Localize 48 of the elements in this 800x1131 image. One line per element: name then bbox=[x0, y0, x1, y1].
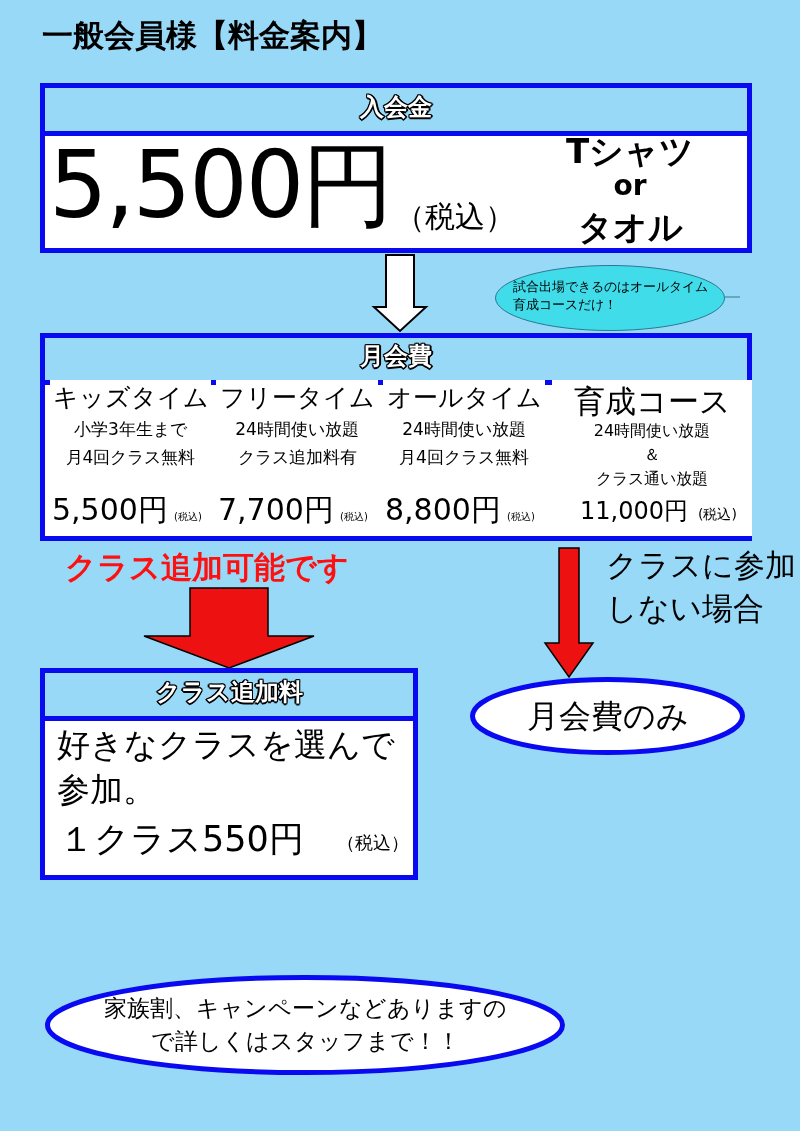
block-arrow bbox=[543, 547, 595, 679]
tax-note: (税込) bbox=[174, 511, 202, 523]
price-text: 5,500円 bbox=[52, 493, 168, 528]
class-fee-panel bbox=[40, 668, 418, 880]
ellipse-text: 月会費のみ bbox=[525, 695, 690, 737]
gift-text: タオル bbox=[576, 208, 684, 248]
plan-name: フリータイム bbox=[218, 384, 376, 413]
result-ellipse bbox=[470, 677, 745, 755]
plan-description: 小学3年生まで bbox=[73, 420, 188, 440]
plan-description: 24時間使い放題 bbox=[234, 420, 360, 440]
plan-description: 月4回クラス無料 bbox=[398, 448, 530, 468]
plan-description: クラス通い放題 bbox=[595, 470, 709, 489]
plan-description: 24時間使い放題 bbox=[401, 420, 527, 440]
description-text: 好きなクラスを選んで参加。 bbox=[57, 724, 396, 811]
tax-note: （税込） bbox=[337, 833, 409, 854]
plan-description: 24時間使い放題 bbox=[592, 422, 712, 441]
block-arrow bbox=[143, 587, 315, 669]
price-text: 11,000円 bbox=[580, 498, 688, 526]
plan-name: オールタイム bbox=[385, 384, 543, 413]
plan-description: クラス追加料有 bbox=[236, 448, 358, 468]
section-heading: 月会費 bbox=[360, 341, 432, 372]
price-text: 5,500円 bbox=[49, 138, 393, 235]
plan-description: ＆ bbox=[643, 446, 661, 465]
gift-text: or bbox=[612, 170, 648, 203]
price-text: 7,700円 bbox=[218, 493, 334, 528]
plan-description: 月4回クラス無料 bbox=[64, 448, 197, 468]
note-ellipse bbox=[45, 975, 565, 1075]
section-heading: クラス追加料 bbox=[155, 677, 303, 708]
monthly-fee-panel bbox=[40, 333, 752, 541]
price-text: １クラス550円 bbox=[59, 819, 304, 860]
section-heading: 入会金 bbox=[360, 92, 432, 123]
tax-note: （税込） bbox=[395, 200, 515, 235]
entry-fee-panel bbox=[40, 83, 752, 253]
ellipse-text: 家族割、キャンペーンなどありますので詳しくはスタッフまで！！ bbox=[102, 993, 508, 1056]
page-title: 一般会員様【料金案内】 bbox=[42, 18, 383, 54]
bubble-text: 試合出場できるのはオールタイム育成コースだけ！ bbox=[513, 278, 709, 314]
tax-note: (税込) bbox=[507, 511, 535, 523]
price-text: 8,800円 bbox=[385, 493, 501, 528]
tax-note: (税込) bbox=[340, 511, 368, 523]
speech-bubble bbox=[495, 265, 725, 331]
block-arrow bbox=[371, 254, 429, 333]
gift-text: Tシャツ bbox=[564, 132, 696, 172]
plan-card bbox=[552, 380, 752, 536]
edge-label: クラスに参加しない場合 bbox=[606, 546, 797, 629]
tax-note: (税込) bbox=[698, 506, 737, 523]
plan-name: キッズタイム bbox=[51, 384, 210, 413]
plan-name: 育成コース bbox=[572, 384, 732, 420]
edge-label: クラス追加可能です bbox=[65, 550, 349, 586]
